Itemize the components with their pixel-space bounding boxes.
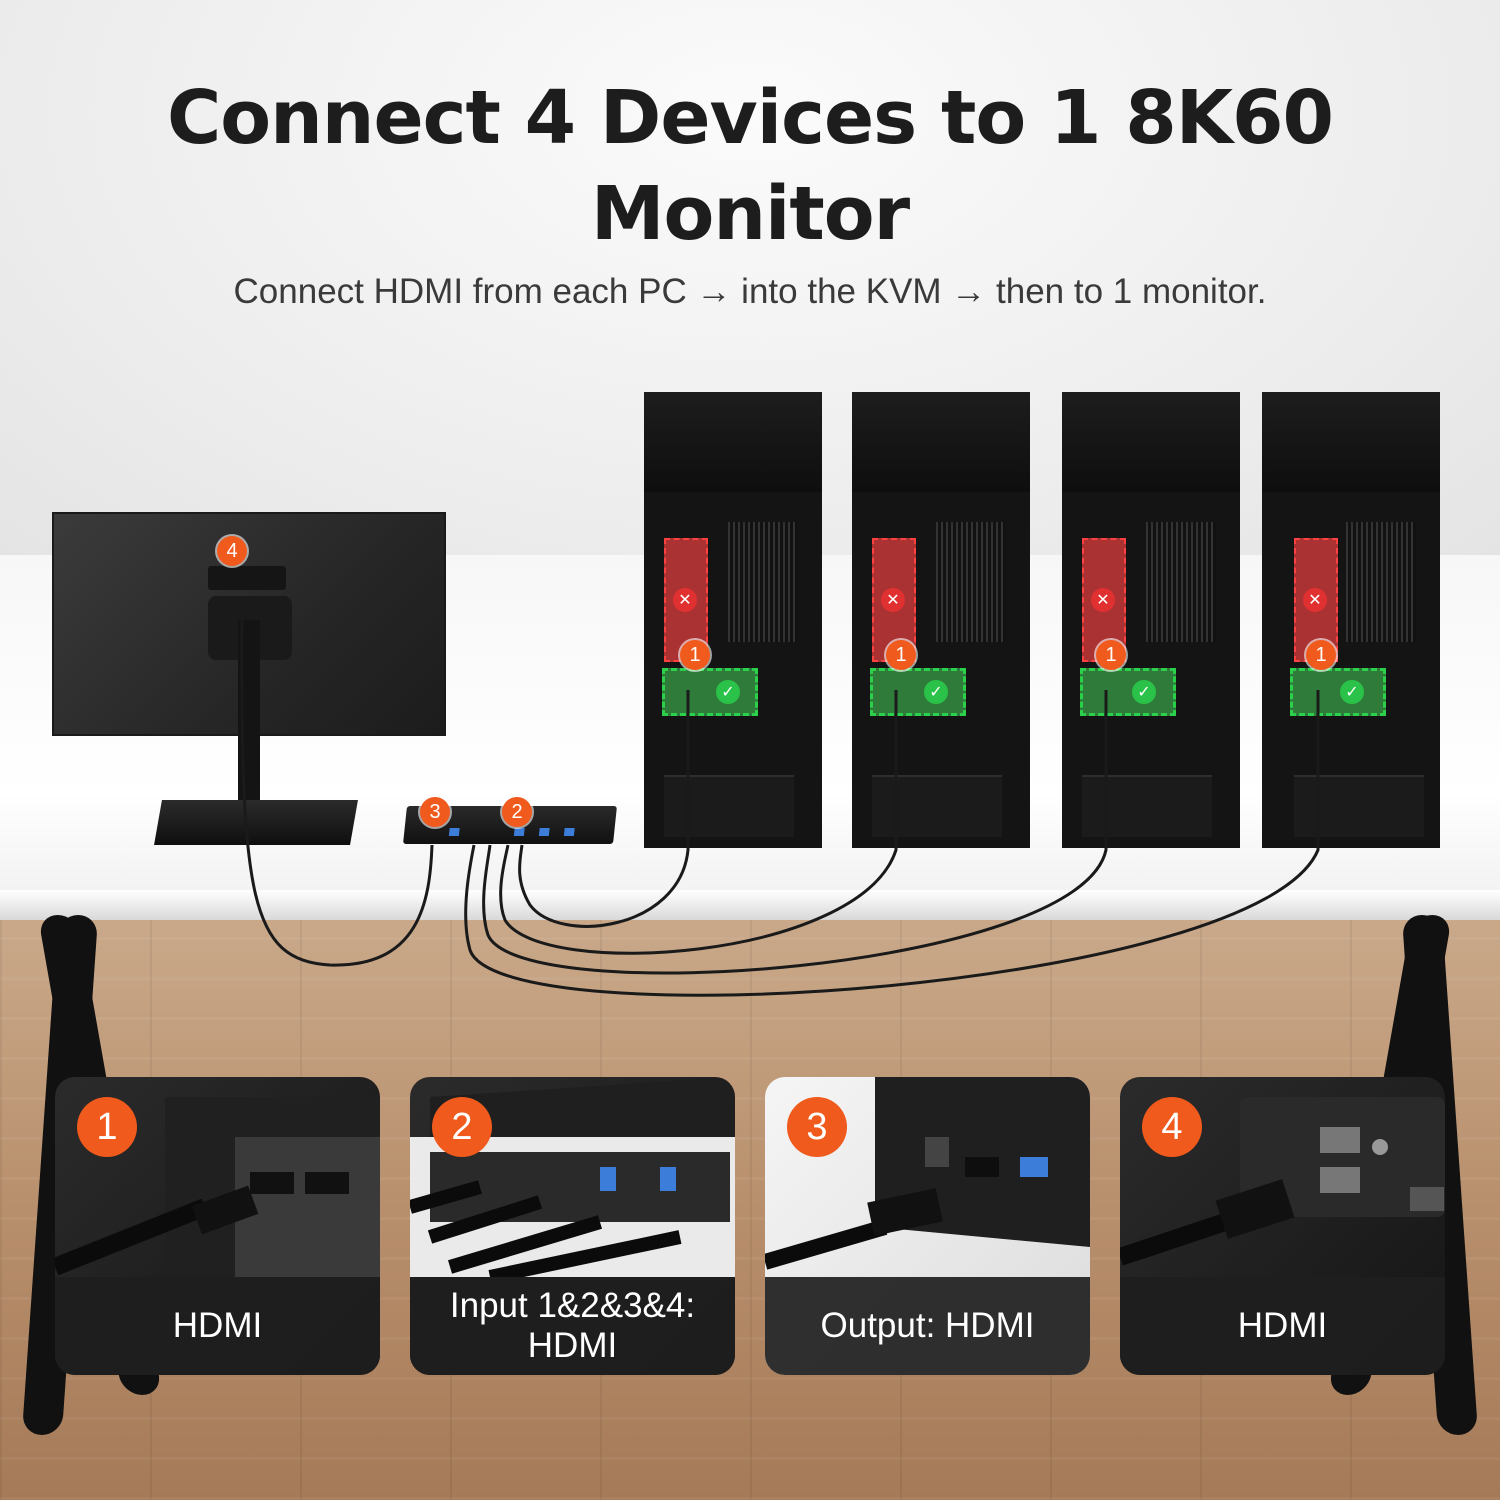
card-label: HDMI	[1120, 1277, 1445, 1375]
pc-gpu-port-1	[662, 668, 758, 716]
kvm-input-badge: 2	[502, 797, 532, 827]
x-icon: ✕	[673, 588, 697, 612]
pc-top-3	[1062, 392, 1240, 492]
card-number-badge: 1	[77, 1097, 137, 1157]
pc-psu-2	[872, 775, 1002, 837]
pc-gpu-port-3	[1080, 668, 1176, 716]
kvm-output-photo	[765, 1077, 1090, 1270]
pc-vent-1	[728, 522, 798, 642]
pc-step-badge-1: 1	[680, 640, 710, 670]
pc-vent-4	[1346, 522, 1416, 642]
pc-psu-3	[1082, 775, 1212, 837]
detail-card-3: 3 Output: HDMI	[765, 1077, 1090, 1375]
pc-vent-3	[1146, 522, 1216, 642]
pc-vent-2	[936, 522, 1006, 642]
pc-top-2	[852, 392, 1030, 492]
pc-top-1	[644, 392, 822, 492]
monitor-port-panel	[208, 566, 286, 590]
x-icon: ✕	[1303, 588, 1327, 612]
card-label: HDMI	[55, 1277, 380, 1375]
pc-psu-1	[664, 775, 794, 837]
card-label: Input 1&2&3&4:HDMI	[410, 1277, 735, 1375]
desk-edge	[0, 890, 1500, 920]
kvm-output-badge: 3	[420, 797, 450, 827]
x-icon: ✕	[881, 588, 905, 612]
card-number-badge: 2	[432, 1097, 492, 1157]
card-label-line-1: Input 1&2&3&4:	[449, 1286, 696, 1325]
cable-pc-4	[464, 690, 1320, 997]
cable-pc-2	[499, 690, 898, 955]
pc-gpu-port-4	[1290, 668, 1386, 716]
pc-step-badge-4: 1	[1306, 640, 1336, 670]
monitor-port-photo	[1120, 1097, 1445, 1266]
cable-pc-3	[482, 690, 1108, 975]
detail-card-2: 2 Input 1&2&3&4:HDMI	[410, 1077, 735, 1375]
monitor-step-badge: 4	[217, 536, 247, 566]
pc-step-badge-3: 1	[1096, 640, 1126, 670]
pc-psu-4	[1294, 775, 1424, 837]
cable-pc-1	[518, 690, 690, 928]
pc-gpu-port-2	[870, 668, 966, 716]
kvm-inputs-photo	[410, 1077, 735, 1277]
check-icon: ✓	[1132, 680, 1156, 704]
cable-monitor	[240, 599, 434, 967]
card-label: Output: HDMI	[765, 1277, 1090, 1375]
x-icon: ✕	[1091, 588, 1115, 612]
page-title: Connect 4 Devices to 1 8K60 Monitor	[0, 70, 1500, 262]
title-line-1: Connect 4 Devices to 1 8K60	[166, 75, 1334, 161]
pc-top-4	[1262, 392, 1440, 492]
detail-card-1: 1 HDMI	[55, 1077, 380, 1375]
card-label-line-2: HDMI	[527, 1326, 618, 1365]
card-label-text: Input 1&2&3&4:HDMI	[450, 1286, 695, 1366]
card-number-badge: 3	[787, 1097, 847, 1157]
gpu-hdmi-photo	[55, 1097, 380, 1277]
detail-card-4: 4 HDMI	[1120, 1077, 1445, 1375]
check-icon: ✓	[716, 680, 740, 704]
check-icon: ✓	[924, 680, 948, 704]
title-line-2: Monitor	[590, 171, 910, 257]
card-number-badge: 4	[1142, 1097, 1202, 1157]
pc-step-badge-2: 1	[886, 640, 916, 670]
page-subtitle: Connect HDMI from each PC → into the KVM…	[233, 272, 1267, 311]
check-icon: ✓	[1340, 680, 1364, 704]
